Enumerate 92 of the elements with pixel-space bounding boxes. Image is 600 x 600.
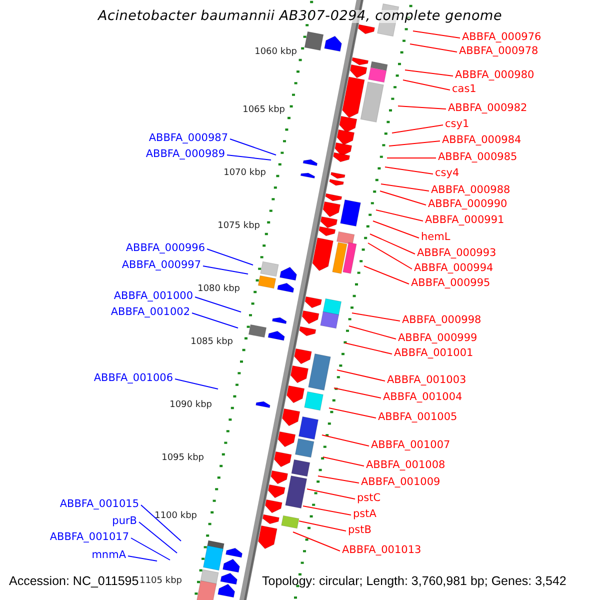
gene-label: ABBFA_001005 (378, 411, 458, 424)
gene-label: ABBFA_000996 (126, 242, 205, 255)
leader-line (402, 80, 450, 90)
map-title: Acinetobacter baumannii AB307-0294, complete genome (98, 10, 502, 23)
gene-label: ABBFA_001000 (114, 290, 193, 303)
leader-line (334, 388, 382, 398)
gene-label: ABBFA_001001 (394, 347, 474, 360)
gene-label: ABBFA_001008 (366, 459, 446, 472)
leader-line (328, 408, 376, 418)
scale-label: 1105 kbp (140, 575, 182, 588)
leader-line (322, 434, 370, 446)
gene-label: cas1 (452, 83, 476, 96)
gene-label: ABBFA_001017 (50, 531, 129, 544)
scale-label: 1065 kbp (242, 104, 285, 117)
leader-line (410, 44, 458, 52)
leader-line (138, 522, 178, 554)
leader-line (376, 210, 424, 222)
leader-line (352, 312, 400, 322)
leader-line (380, 184, 430, 192)
gene-label: ABBFA_000994 (414, 262, 494, 275)
leader-line (128, 556, 158, 562)
gene-label: ABBFA_001004 (383, 391, 462, 404)
leader-line (318, 476, 360, 484)
gene-label: ABBFA_000988 (431, 184, 510, 197)
leader-line (322, 456, 364, 466)
gene-label: ABBFA_001015 (60, 498, 139, 511)
leader-line (412, 30, 460, 38)
gene-label: ABBFA_000991 (425, 214, 504, 227)
gene-label: hemL (421, 231, 450, 244)
gene-label: ABBFA_000995 (411, 277, 490, 290)
leader-line (230, 138, 276, 156)
leader-line (392, 124, 444, 134)
gene-label: ABBFA_000993 (417, 247, 496, 260)
genome-summary-text: Topology: circular; Length: 3,760,981 bp; Genes: 3,542 (262, 575, 566, 588)
gene-label: ABBFA_000976 (462, 31, 542, 44)
leader-line (348, 326, 396, 340)
leader-line (292, 532, 340, 552)
leader-line (388, 140, 440, 146)
gene-label: ABBFA_000999 (398, 332, 478, 345)
gene-label: ABBFA_000989 (146, 148, 225, 161)
leader-line (130, 538, 170, 560)
leader-line (202, 266, 248, 274)
leader-line (364, 266, 410, 284)
leader-line (384, 166, 434, 174)
leader-line (302, 506, 352, 516)
leader-line (226, 154, 272, 160)
gene-label: ABBFA_001002 (110, 306, 190, 319)
scale-label: 1060 kbp (254, 46, 297, 59)
gene-label: csy4 (435, 167, 460, 180)
scale-label: 1090 kbp (170, 399, 212, 412)
gene-label: ABBFA_000990 (428, 198, 508, 211)
gene-label: csy1 (445, 118, 470, 131)
leader-line (368, 242, 412, 270)
gene-label: ABBFA_000980 (455, 69, 534, 82)
gene-label: pstA (353, 508, 376, 521)
gene-label: pstC (357, 492, 381, 505)
gene-label: ABBFA_001009 (361, 476, 440, 489)
gene-label: purB (112, 515, 137, 528)
gene-label: ABBFA_001007 (371, 439, 450, 452)
scale-label: 1070 kbp (224, 167, 266, 180)
gene-label: pstB (348, 524, 372, 537)
leader-line (194, 296, 242, 312)
leader-line (174, 378, 218, 390)
leader-line (404, 70, 454, 76)
gene-label: ABBFA_000998 (402, 314, 482, 327)
leader-line (398, 106, 446, 110)
leader-line (192, 312, 238, 328)
leader-line (370, 234, 416, 254)
leader-line (206, 248, 254, 266)
gene-label: ABBFA_001006 (94, 372, 173, 385)
gene-label: mnmA (92, 549, 126, 562)
scale-label: 1085 kbp (190, 336, 233, 349)
gene-label: ABBFA_001013 (342, 544, 422, 557)
gene-label: ABBFA_000982 (448, 102, 528, 115)
scale-label: 1095 kbp (162, 452, 204, 465)
gene-label: ABBFA_000978 (459, 45, 538, 58)
scale-label: 1080 kbp (198, 283, 240, 296)
leader-line (298, 520, 346, 532)
leader-line (344, 342, 392, 354)
gene-label: ABBFA_000997 (122, 259, 201, 272)
leader-line (380, 190, 426, 206)
leader-line (140, 504, 182, 542)
accession-text: Accession: NC_011595 (9, 575, 139, 588)
leader-line (306, 488, 356, 500)
gene-label: ABBFA_000984 (442, 134, 522, 147)
gene-label: ABBFA_000987 (148, 132, 228, 145)
scale-label: 1100 kbp (154, 510, 197, 523)
gene-label: ABBFA_001003 (387, 374, 466, 387)
leader-line (336, 370, 386, 382)
gene-label: ABBFA_000985 (438, 151, 518, 164)
scale-label: 1075 kbp (218, 220, 260, 233)
leader-line (372, 220, 420, 238)
